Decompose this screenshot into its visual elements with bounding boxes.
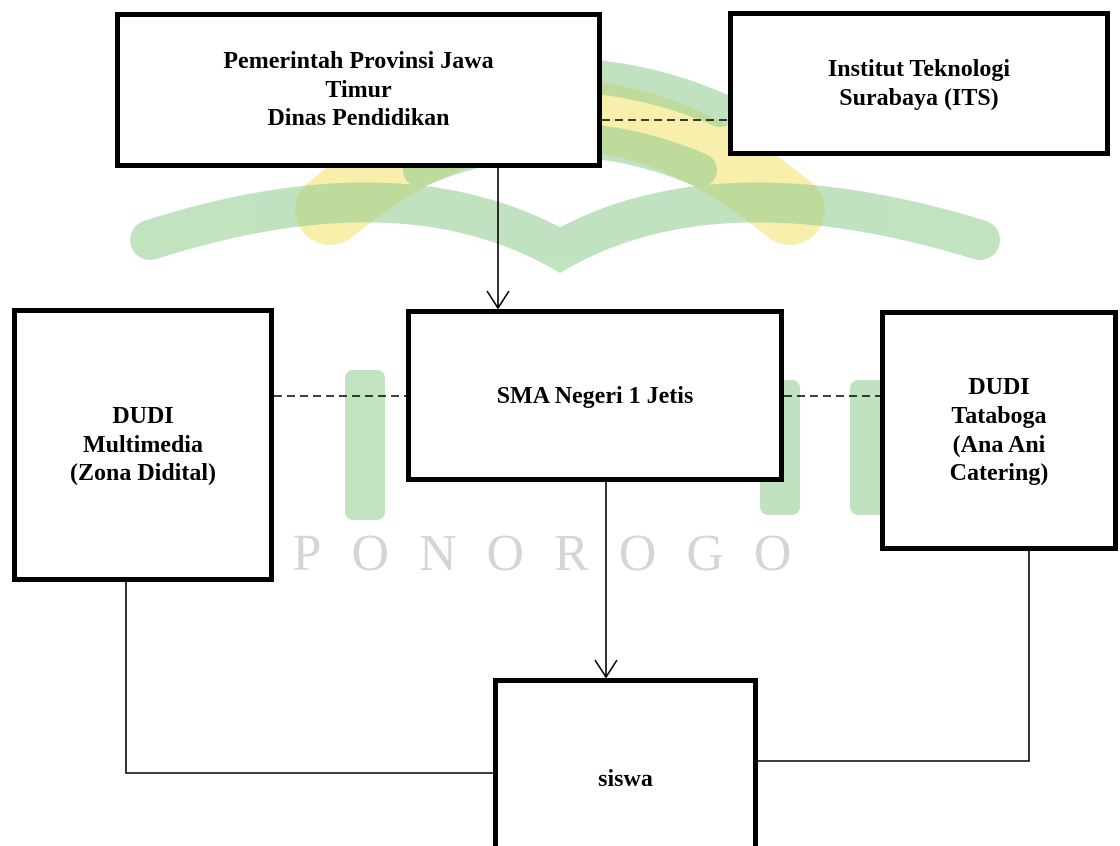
node-dudi-multimedia-label: DUDI Multimedia (Zona Didital) [69,402,216,487]
node-pemerintah-provinsi: Pemerintah Provinsi Jawa Timur Dinas Pen… [115,12,602,168]
watermark-text: PONOROGO [293,525,822,582]
node-siswa-label: siswa [598,766,653,792]
node-its: Institut Teknologi Surabaya (ITS) [728,11,1110,156]
arrowhead-sma-to-siswa [594,659,618,679]
node-dudi-tataboga-label: DUDI Tataboga (Ana Ani Catering) [949,373,1049,487]
node-dudi-tataboga: DUDI Tataboga (Ana Ani Catering) [880,310,1118,551]
arrowhead-pemprov-to-sma [486,290,510,310]
node-its-label: Institut Teknologi Surabaya (ITS) [827,55,1011,111]
line-dudi-multimedia-to-siswa [125,582,493,774]
node-siswa: siswa [493,678,758,846]
node-pemerintah-provinsi-label: Pemerintah Provinsi Jawa Timur Dinas Pen… [223,47,494,132]
node-sma: SMA Negeri 1 Jetis [406,309,784,482]
node-dudi-multimedia: DUDI Multimedia (Zona Didital) [12,308,274,582]
node-sma-label: SMA Negeri 1 Jetis [496,383,694,409]
line-dudi-tataboga-to-siswa [758,551,1030,762]
